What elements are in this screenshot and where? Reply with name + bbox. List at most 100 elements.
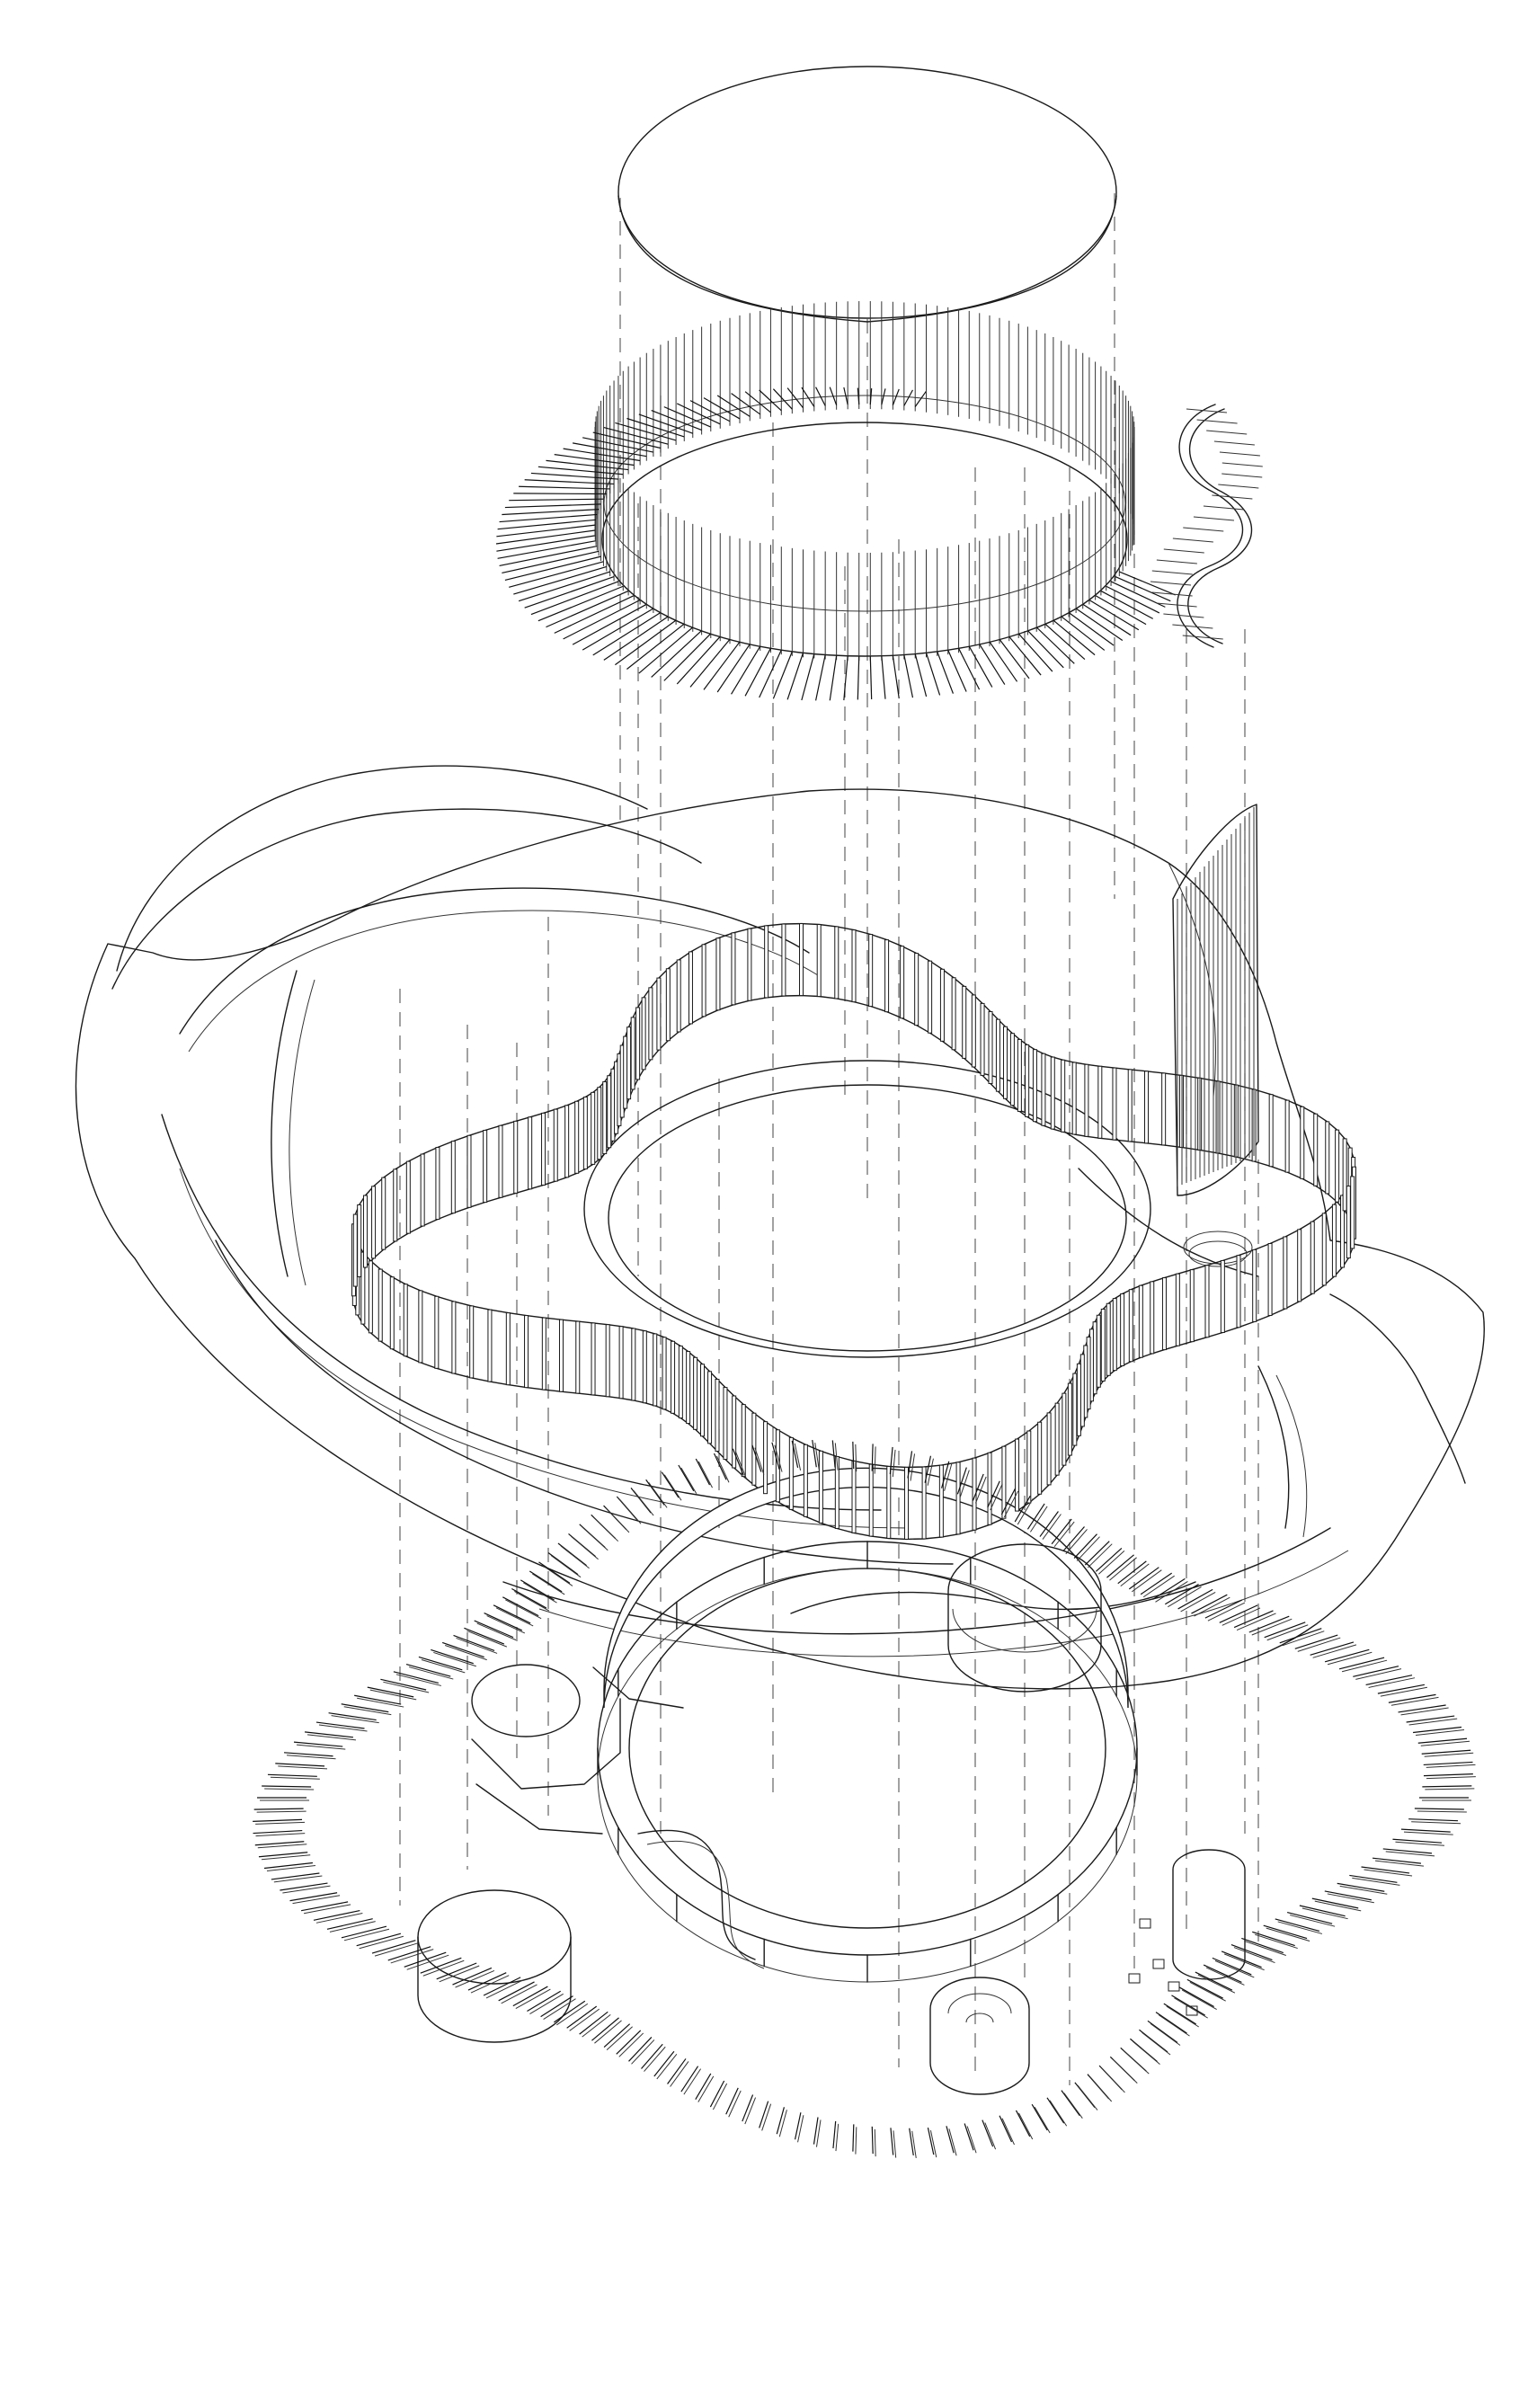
ground-fin xyxy=(474,1620,514,1639)
screen-fin xyxy=(352,1213,358,1287)
ground-fin xyxy=(258,1852,308,1858)
radial-fin xyxy=(1119,571,1176,596)
ground-fin-edge xyxy=(1034,2106,1051,2134)
ground-fin xyxy=(1233,1610,1274,1629)
screen-fin xyxy=(1127,1069,1133,1142)
ground-fin xyxy=(1000,1488,1017,1515)
screen-fin xyxy=(597,1087,602,1160)
radial-fin xyxy=(496,535,596,552)
screen-fin xyxy=(834,926,840,1000)
screen-fin xyxy=(723,1387,728,1461)
ground-fin-edge xyxy=(266,1865,315,1871)
ground-fin-edge xyxy=(754,1447,765,1475)
ground-fin xyxy=(404,1951,447,1968)
ground-fin-edge xyxy=(893,2130,897,2158)
radial-fin xyxy=(1026,630,1064,669)
radial-fin xyxy=(676,403,721,425)
screen-fin xyxy=(389,1276,395,1350)
ground-fin-edge xyxy=(550,1555,582,1578)
ground-fin-edge xyxy=(1180,1591,1216,1613)
screen-fin xyxy=(1032,1049,1037,1123)
ground-fin xyxy=(1324,1648,1370,1663)
ground-plan xyxy=(417,1467,1246,2095)
screen-fin xyxy=(1026,1430,1032,1504)
ground-fin-edge xyxy=(606,2026,633,2050)
screen-fin xyxy=(962,985,967,1059)
ground-fin-edge xyxy=(761,2103,772,2131)
screen-fin xyxy=(939,968,945,1042)
ground-fin-edge xyxy=(1355,1668,1402,1680)
screen-fin xyxy=(980,1002,985,1076)
ground-fin xyxy=(889,1446,893,1475)
radial-fin xyxy=(518,571,610,602)
roof-disc xyxy=(617,66,1117,323)
ground-fin xyxy=(709,2080,725,2108)
radial-fin xyxy=(1035,626,1075,664)
screen-fin xyxy=(1071,1062,1077,1135)
screen-fin xyxy=(1015,1438,1020,1512)
ground-fin xyxy=(776,2107,785,2135)
ground-fin xyxy=(341,1703,389,1713)
ground-fin xyxy=(1186,1978,1223,1999)
ground-fin-edge xyxy=(466,1630,508,1648)
radial-fin xyxy=(744,391,771,413)
ground-fin xyxy=(1422,1785,1472,1788)
radial-fin xyxy=(689,638,731,688)
ground-fin-edge xyxy=(1390,1696,1439,1706)
screen-fin xyxy=(1079,1354,1085,1427)
ground-fins xyxy=(253,1439,1476,2158)
screen-fin xyxy=(656,977,662,1051)
ground-fin xyxy=(289,1892,338,1902)
radial-fin xyxy=(759,389,782,412)
screen-fin xyxy=(1138,1284,1143,1358)
ground-fin-edge xyxy=(774,1444,783,1472)
radial-fin xyxy=(1115,575,1171,602)
ground-fin-edge xyxy=(257,1844,307,1849)
stair-step xyxy=(1186,408,1228,413)
screen-fin xyxy=(1072,1373,1078,1446)
radial-fin xyxy=(546,590,629,628)
radial-fin xyxy=(582,608,654,651)
ground-fin-edge xyxy=(1416,1729,1465,1736)
radial-fin xyxy=(815,654,826,701)
screen-fin xyxy=(653,1333,658,1407)
radial-fin xyxy=(626,417,685,438)
screen-fin xyxy=(1017,1038,1022,1112)
screen-fin xyxy=(1128,1289,1133,1363)
ground-fin xyxy=(999,2115,1013,2143)
screen-fin xyxy=(1335,1129,1340,1203)
screen-fin xyxy=(1252,1248,1257,1322)
ground-fin xyxy=(557,1542,587,1567)
ground-fin xyxy=(527,1990,562,2013)
ground-fin-edge xyxy=(1181,1989,1217,2010)
screen-fin xyxy=(972,1457,977,1531)
screen-fin xyxy=(642,1330,647,1404)
ground-fin xyxy=(380,1678,427,1691)
ground-fin-edge xyxy=(331,1715,379,1724)
radial-fin xyxy=(572,442,647,458)
screen-fin xyxy=(921,1466,927,1540)
ground-fin-edge xyxy=(1374,1860,1425,1867)
ground-fin-edge xyxy=(523,1582,557,1604)
screen-fin xyxy=(693,1356,698,1430)
ground-fin xyxy=(946,2126,955,2154)
ground-fin-edge xyxy=(357,1697,404,1708)
ground-fin xyxy=(832,2120,837,2149)
ground-fin-edge xyxy=(797,2115,804,2143)
radial-fin xyxy=(892,655,900,699)
radial-fin xyxy=(989,641,1018,682)
ground-fin-edge xyxy=(680,1467,697,1495)
ground-fin xyxy=(591,2017,619,2041)
ground-fin-edge xyxy=(1266,1927,1310,1942)
radial-fin xyxy=(513,565,607,595)
ground-fin xyxy=(927,2127,935,2155)
screen-fin xyxy=(1284,1099,1290,1173)
ground-fin xyxy=(313,1909,360,1921)
ground-fin-edge xyxy=(369,1689,417,1701)
screen-fin xyxy=(1067,1382,1072,1456)
screen-fin xyxy=(971,994,976,1068)
screen-fin xyxy=(988,1011,993,1085)
screen-fin xyxy=(1096,1314,1101,1388)
ground-fin-edge xyxy=(794,1443,802,1471)
screen-fin xyxy=(914,953,919,1026)
